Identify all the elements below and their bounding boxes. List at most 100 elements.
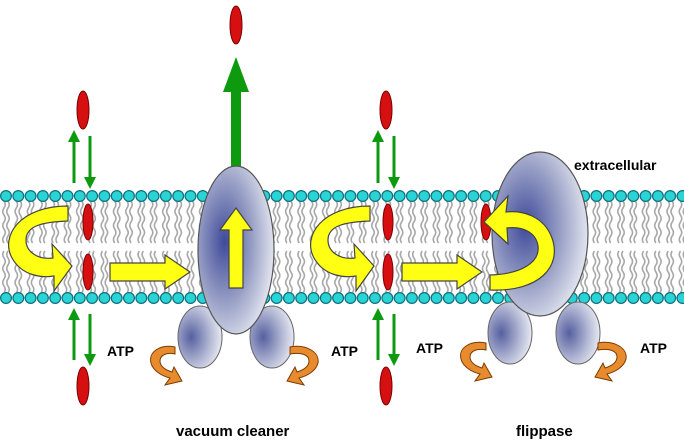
yellow-right-arrow	[401, 253, 484, 291]
lipid-tail	[124, 200, 130, 244]
lipid-tail	[620, 250, 626, 294]
lipid-head-group	[135, 190, 148, 203]
lipid-head-group	[282, 190, 295, 203]
lipid-tail	[370, 200, 376, 244]
lipid-head-group	[418, 190, 431, 203]
lipid-tail	[473, 200, 478, 244]
atp-arrow-right	[286, 345, 319, 386]
substrate	[382, 203, 394, 241]
lipid-tail	[92, 250, 97, 294]
green-efflux-shaft	[231, 90, 241, 172]
lipid-head-group	[12, 292, 25, 305]
atp-arrow-right	[594, 341, 627, 382]
vacuum-cleaner-label: vacuum cleaner	[176, 423, 290, 440]
lipid-tail	[407, 200, 412, 244]
lipid-tail	[645, 200, 650, 244]
lipid-head-group	[184, 292, 197, 305]
lipid-tail	[190, 200, 195, 244]
lipid-tail	[75, 250, 80, 294]
lipid-tail	[186, 200, 191, 244]
lipid-tail	[301, 250, 306, 294]
substrate	[76, 366, 90, 406]
lipid-head-group	[492, 292, 505, 305]
lipid-head-group	[73, 292, 86, 305]
lipid-tail	[596, 250, 601, 294]
lipid-tail	[104, 200, 109, 244]
lipid-head-group	[332, 292, 345, 305]
lipid-tail	[272, 200, 277, 244]
lipid-head-group	[49, 292, 62, 305]
lipid-tail	[395, 200, 400, 244]
lipid-head-group	[356, 190, 369, 203]
yellow-up-arrow	[218, 206, 254, 289]
atp-label: ATP	[331, 343, 358, 359]
lipid-tail	[657, 250, 662, 294]
lipid-head-group	[86, 190, 99, 203]
lipid-tail	[633, 250, 638, 294]
lipid-tail	[100, 200, 105, 244]
lipid-head-group	[12, 190, 25, 203]
lipid-tail	[436, 200, 441, 244]
substrate	[76, 90, 90, 130]
lipid-head-group	[319, 190, 332, 203]
lipid-head-group	[61, 190, 74, 203]
lipid-head-group	[110, 190, 123, 203]
lipid-tail	[104, 250, 109, 294]
lipid-tail	[604, 250, 609, 294]
lipid-tail	[395, 250, 400, 294]
vacuum-cleaner-system	[8, 5, 319, 406]
substrate	[229, 5, 243, 45]
lipid-head-group	[86, 292, 99, 305]
lipid-head-group	[36, 292, 49, 305]
lipid-head-group	[295, 292, 308, 305]
lipid-tail	[297, 250, 302, 294]
lipid-tail	[149, 200, 154, 244]
lipid-tail	[112, 200, 117, 244]
yellow-flip-arrow	[310, 205, 375, 293]
lipid-tail	[276, 200, 281, 244]
lipid-tail	[309, 250, 314, 294]
lipid-head-group	[430, 292, 443, 305]
lipid-tail	[485, 250, 490, 294]
lipid-head-group	[369, 292, 382, 305]
lipid-head-group	[405, 190, 418, 203]
lipid-tail	[137, 200, 142, 244]
lipid-head-group	[627, 190, 640, 203]
lipid-head-group	[627, 292, 640, 305]
lipid-tail	[178, 200, 183, 244]
lipid-tail	[670, 250, 675, 294]
lipid-tail	[100, 250, 105, 294]
lipid-head-group	[332, 190, 345, 203]
lipid-tail	[653, 200, 658, 244]
lipid-tail	[284, 200, 289, 244]
lipid-head-group	[393, 190, 406, 203]
lipid-tail	[374, 250, 380, 294]
lipid-head-group	[344, 292, 357, 305]
lipid-head-group	[110, 292, 123, 305]
lipid-tail	[448, 200, 453, 244]
atp-arrow-left	[150, 345, 183, 386]
lipid-tail	[79, 200, 84, 244]
lipid-tail	[174, 200, 179, 244]
lipid-head-group	[49, 190, 62, 203]
lipid-tail	[444, 200, 449, 244]
lipid-head-group	[270, 292, 283, 305]
substrate	[82, 203, 94, 241]
lipid-head-group	[73, 190, 86, 203]
lipid-tail	[457, 200, 462, 244]
lipid-tail	[116, 200, 121, 244]
nbd-domain-right	[249, 305, 295, 369]
lipid-tail	[424, 200, 429, 244]
lipid-tail	[641, 250, 646, 294]
lipid-head-group	[0, 190, 12, 202]
lipid-head-group	[147, 190, 160, 203]
lipid-head-group	[602, 292, 615, 305]
substrate	[82, 253, 94, 291]
lipid-tail	[190, 250, 195, 294]
lipid-head-group	[356, 292, 369, 305]
lipid-tail	[75, 200, 80, 244]
lipid-tail	[604, 200, 609, 244]
lipid-head-group	[159, 190, 172, 203]
lipid-tail	[616, 250, 622, 294]
